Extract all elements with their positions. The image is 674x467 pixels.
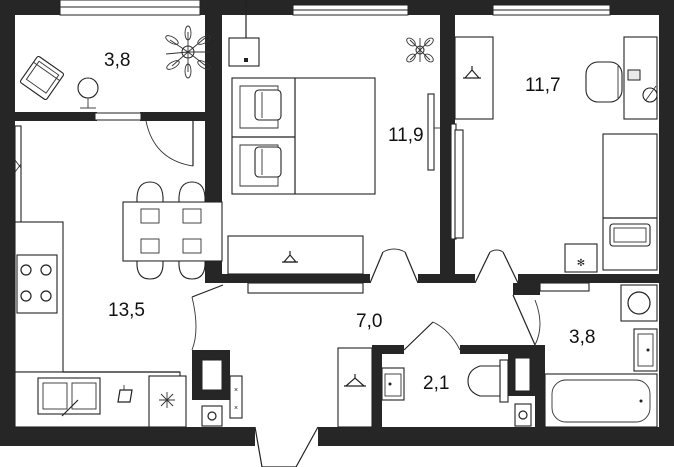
room-labels: 3,8 11,9 11,7 13,5 7,0 2,1 3,8	[104, 50, 595, 394]
room-area-toilet: 2,1	[423, 373, 449, 394]
room-area-balcony: 3,8	[104, 50, 130, 71]
kitchen-furniture: × ×	[14, 125, 243, 428]
room-area-bedroom: 11,9	[388, 125, 424, 146]
room-area-kitchen-living: 13,5	[108, 300, 145, 321]
room-area-kids-room: 11,7	[525, 75, 561, 96]
bathroom-fixtures	[539, 282, 658, 428]
doors	[145, 120, 541, 467]
kids-room-furniture: ✻	[450, 36, 658, 273]
toilet-fixtures	[381, 359, 532, 427]
hallway-furniture	[247, 282, 373, 428]
room-area-hallway: 7,0	[356, 311, 382, 332]
plant-icon	[165, 25, 211, 79]
svg-text:×: ×	[234, 405, 238, 412]
balcony-furniture	[19, 25, 211, 109]
svg-text:×: ×	[234, 387, 238, 394]
windows	[59, 0, 611, 16]
plant-icon	[406, 37, 434, 63]
bedroom-furniture	[227, 0, 440, 275]
svg-text:✻: ✻	[577, 258, 585, 269]
room-area-bathroom: 3,8	[569, 327, 595, 348]
